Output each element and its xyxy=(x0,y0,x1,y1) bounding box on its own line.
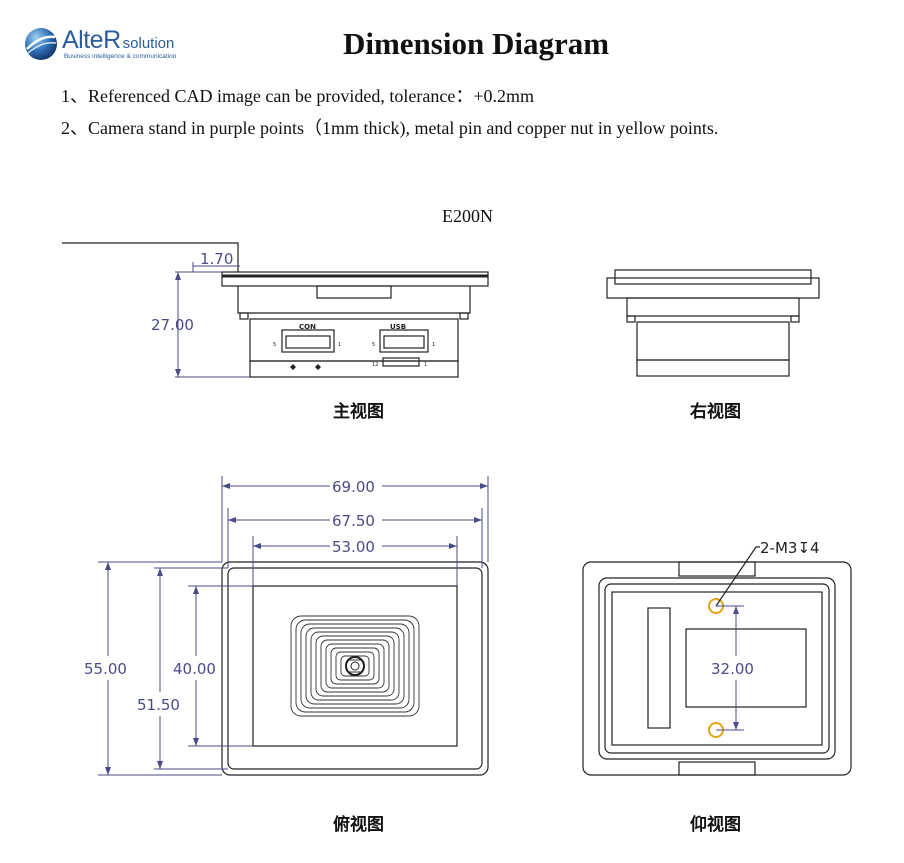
sensor-ring xyxy=(320,639,390,693)
usb-label: USB xyxy=(390,323,406,331)
sensor-ring xyxy=(295,619,415,713)
sensor-ring xyxy=(335,651,375,681)
sensor-ring xyxy=(310,631,400,701)
bottom-view: 2-M3↧4 32.00 xyxy=(582,539,852,776)
top-height-outer: 55.00 xyxy=(84,660,127,678)
top-view: 69.00 67.50 53.00 55.00 51.50 40.00 xyxy=(84,476,489,776)
logo-sphere-icon xyxy=(25,28,57,60)
sensor-ring xyxy=(300,623,410,709)
front-offset-dim: 1.70 xyxy=(200,250,233,268)
page-title: Dimension Diagram xyxy=(342,26,610,61)
note-colors: 2、Camera stand in purple points（1mm thic… xyxy=(61,118,719,138)
con-pin-5: 5 xyxy=(273,342,276,348)
caption-right-view: 右视图 xyxy=(690,402,741,422)
hole-spec: 2-M3↧4 xyxy=(760,539,820,557)
usb-pin-1: 1 xyxy=(432,342,435,348)
top-height-inner: 51.50 xyxy=(137,696,180,714)
caption-front-view: 主视图 xyxy=(333,402,384,422)
usb-pin-5: 5 xyxy=(372,342,375,348)
sensor-ring xyxy=(330,647,380,685)
front-height-dim: 27.00 xyxy=(151,316,194,334)
sensor-ring xyxy=(325,643,385,689)
model-label: E200N xyxy=(442,206,493,226)
sensor-ring xyxy=(315,635,395,697)
con-pin-1: 1 xyxy=(338,342,341,348)
top-width-inner: 67.50 xyxy=(332,512,375,530)
svg-text:1: 1 xyxy=(424,362,427,368)
right-view xyxy=(606,269,820,377)
caption-bottom-view: 仰视图 xyxy=(690,815,741,835)
front-view: CON 5 1 USB 5 1 12 1 27.00 1.70 xyxy=(62,242,489,378)
logo-tagline: Business intelligence & communication xyxy=(64,53,177,60)
hole-spacing-dim: 32.00 xyxy=(711,660,754,678)
top-width-window: 53.00 xyxy=(332,538,375,556)
caption-top-view: 俯视图 xyxy=(333,815,384,835)
sensor-ring xyxy=(305,627,405,705)
sensor-ring xyxy=(290,615,420,717)
note-tolerance: 1、Referenced CAD image can be provided, … xyxy=(61,86,534,106)
usb-pin-12: 12 xyxy=(372,362,378,368)
con-label: CON xyxy=(299,323,316,331)
top-width-outer: 69.00 xyxy=(332,478,375,496)
top-height-window: 40.00 xyxy=(173,660,216,678)
